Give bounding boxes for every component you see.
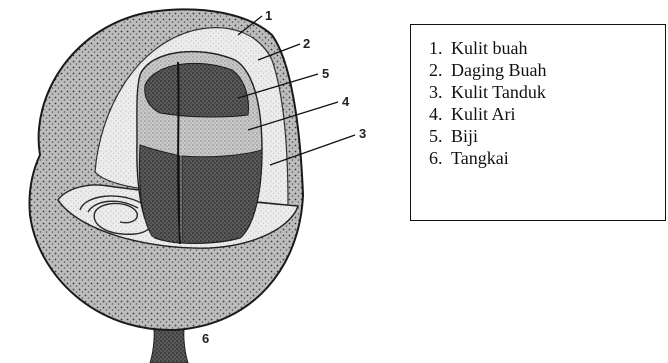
callout-1: 1 xyxy=(265,8,272,23)
coffee-fruit-cross-section-illustration: 1 2 5 4 3 6 xyxy=(0,0,400,363)
callout-3: 3 xyxy=(359,126,366,141)
legend-number: 1. xyxy=(429,37,451,59)
legend-label: Kulit buah xyxy=(451,38,528,58)
legend-item: 2.Daging Buah xyxy=(429,59,665,81)
callout-2: 2 xyxy=(303,36,310,51)
legend-label: Kulit Ari xyxy=(451,104,516,124)
callout-6: 6 xyxy=(202,331,209,346)
legend-label: Biji xyxy=(451,126,478,146)
legend-number: 2. xyxy=(429,59,451,81)
legend-number: 3. xyxy=(429,81,451,103)
legend-number: 6. xyxy=(429,147,451,169)
legend-number: 5. xyxy=(429,125,451,147)
callout-5: 5 xyxy=(322,66,329,81)
legend-item: 6.Tangkai xyxy=(429,147,665,169)
legend-item: 4.Kulit Ari xyxy=(429,103,665,125)
seed-top-shape xyxy=(145,63,249,117)
legend-list: 1.Kulit buah 2.Daging Buah 3.Kulit Tandu… xyxy=(429,37,665,169)
legend-item: 3.Kulit Tanduk xyxy=(429,81,665,103)
legend-item: 1.Kulit buah xyxy=(429,37,665,59)
legend-label: Kulit Tanduk xyxy=(451,82,546,102)
legend-label: Daging Buah xyxy=(451,60,546,80)
legend-item: 5.Biji xyxy=(429,125,665,147)
callout-4: 4 xyxy=(342,94,350,109)
legend-box: 1.Kulit buah 2.Daging Buah 3.Kulit Tandu… xyxy=(410,24,666,221)
legend-number: 4. xyxy=(429,103,451,125)
legend-label: Tangkai xyxy=(451,148,509,168)
